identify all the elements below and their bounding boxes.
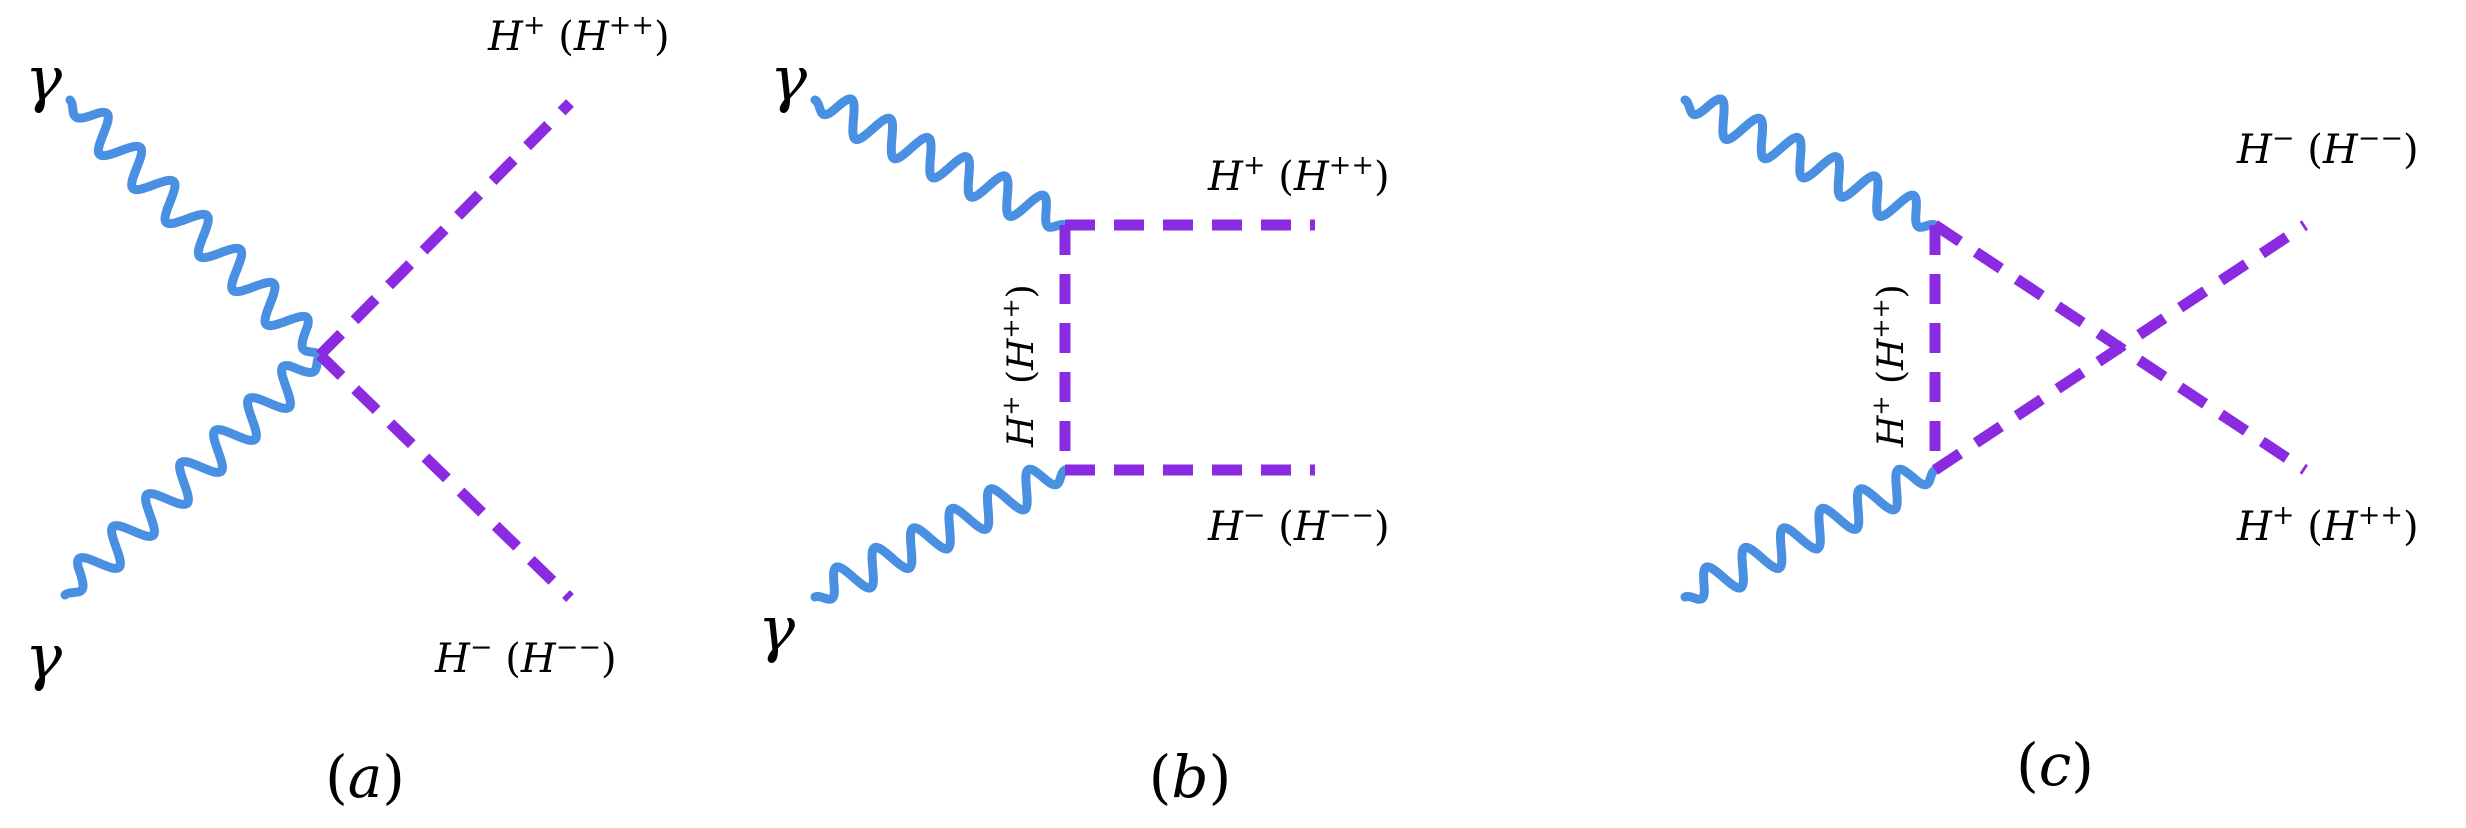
diagram-b-photon-top bbox=[810, 94, 1070, 232]
diagram-a-caption: (a) bbox=[325, 743, 405, 811]
diagram-a-gamma-top-label: γ bbox=[25, 42, 63, 115]
diagram-a: γ γ H+ (H++) H− (H−−) (a) bbox=[25, 10, 670, 811]
diagram-a-gamma-bottom-label: γ bbox=[25, 620, 63, 693]
diagram-a-photon-top bbox=[65, 95, 325, 360]
diagram-c: H− (H−−) H+ (H++) H+ (H++) (c) bbox=[1680, 94, 2419, 799]
diagram-b-photon-bottom bbox=[810, 464, 1070, 604]
diagram-c-caption: (c) bbox=[2016, 731, 2094, 799]
diagram-a-scalar-out-bottom bbox=[316, 351, 574, 602]
diagram-b-out-bottom-label: H− (H−−) bbox=[1207, 500, 1390, 550]
diagram-a-out-top-label: H+ (H++) bbox=[487, 10, 670, 60]
diagram-b: γ γ H+ (H++) H− (H−−) H+ (H++) (b) bbox=[758, 42, 1390, 811]
diagram-b-gamma-bottom-label: γ bbox=[758, 592, 796, 665]
diagram-b-internal-label: H+ (H++) bbox=[997, 284, 1042, 448]
diagram-a-photon-bottom bbox=[60, 350, 325, 600]
diagram-c-photon-bottom bbox=[1680, 464, 1940, 604]
diagram-c-out-bottom-label: H+ (H++) bbox=[2236, 500, 2419, 550]
diagram-b-out-top-label: H+ (H++) bbox=[1207, 150, 1390, 200]
diagram-c-out-top-label: H− (H−−) bbox=[2236, 123, 2419, 173]
diagram-a-scalar-out-top bbox=[316, 99, 574, 359]
diagram-b-gamma-top-label: γ bbox=[770, 42, 808, 115]
diagram-c-photon-top bbox=[1680, 94, 1940, 232]
diagram-a-out-bottom-label: H− (H−−) bbox=[434, 632, 617, 682]
diagram-c-scalar-out-bottom bbox=[1931, 220, 2309, 475]
diagram-b-caption: (b) bbox=[1149, 743, 1231, 811]
diagram-c-internal-label: H+ (H++) bbox=[1867, 284, 1912, 448]
